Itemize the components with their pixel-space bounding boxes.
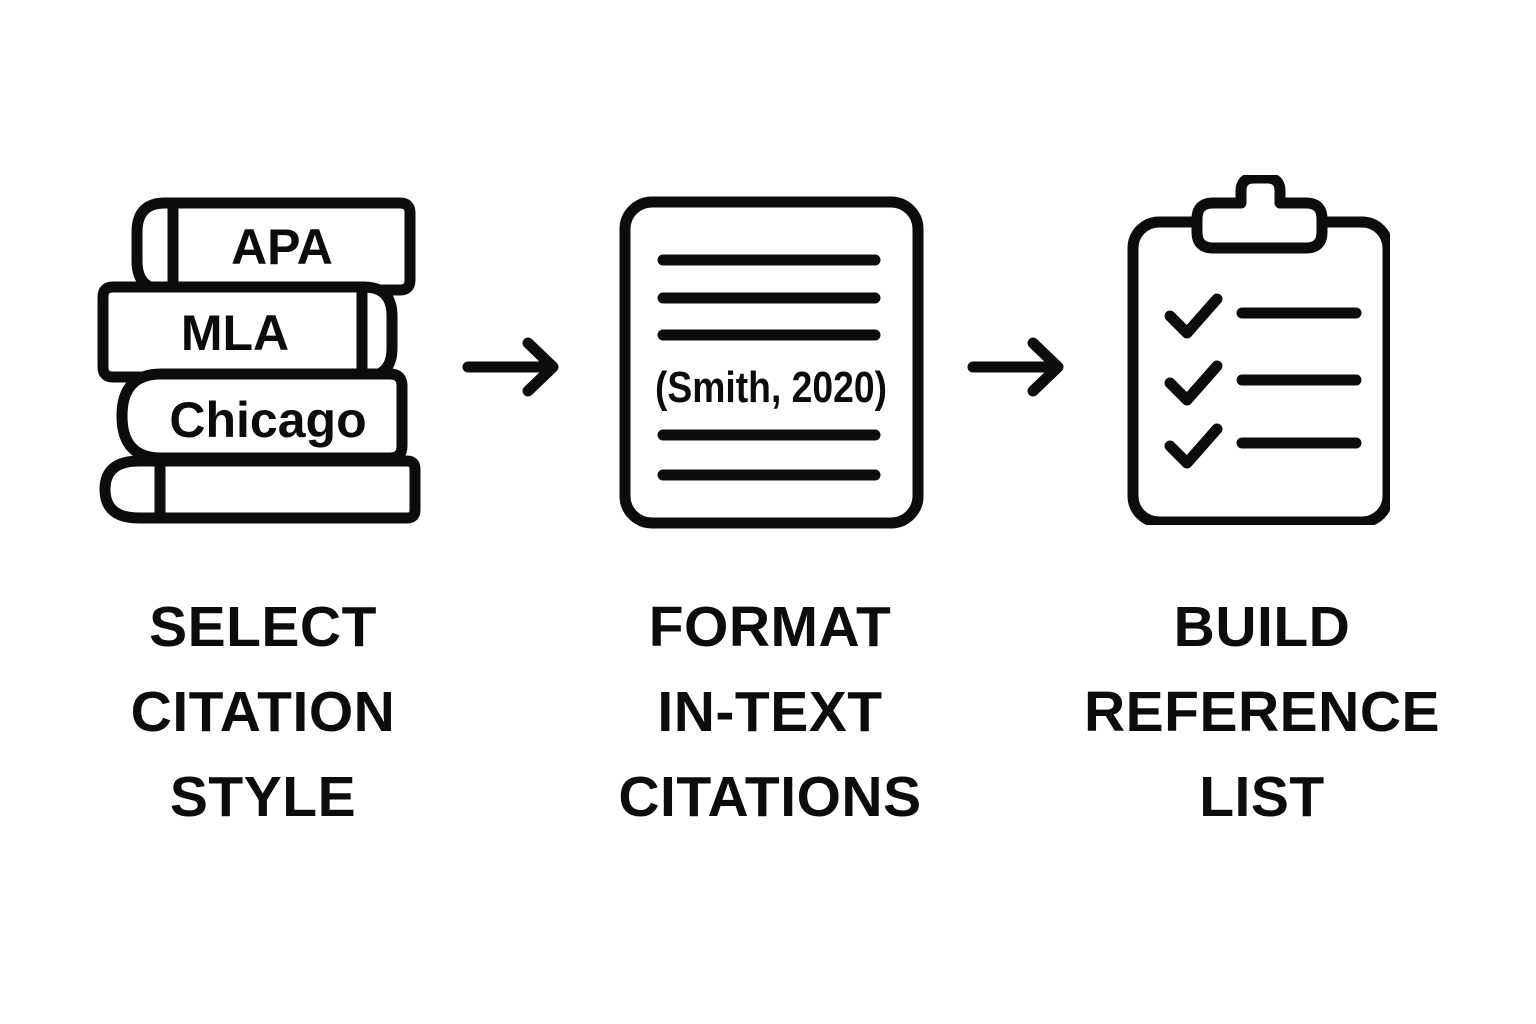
step-label-line: FORMAT [648,595,892,659]
step-label-format-in-text-citations: FORMAT IN-TEXT CITATIONS [618,585,921,840]
in-text-citation-example: (Smith, 2020) [655,363,887,412]
checkmark-icon [1164,423,1223,469]
step-label-line: CITATIONS [618,765,922,829]
step-label-line: SELECT [149,595,377,659]
right-arrow-icon [462,337,559,397]
checkmark-icon [1164,293,1223,339]
step-label-line: LIST [1199,765,1325,829]
document-lines-icon: (Smith, 2020) [619,196,924,529]
step-label-line: BUILD [1173,595,1351,659]
step-label-line: STYLE [169,765,357,829]
book-title-apa: APA [231,219,333,275]
book-title-mla: MLA [181,305,289,361]
step-label-line: REFERENCE [1083,680,1441,744]
step-label-build-reference-list: BUILD REFERENCE LIST [1084,585,1440,840]
book-title-chicago: Chicago [169,392,366,448]
step-label-select-citation-style: SELECT CITATION STYLE [131,585,396,840]
step-label-line: CITATION [130,680,396,744]
clipboard-checklist-icon [1127,175,1390,525]
right-arrow-icon [967,337,1064,397]
checkmark-icon [1164,360,1223,406]
step-label-line: IN-TEXT [657,680,883,744]
book-stack-icon: APA MLA Chicago [97,197,421,524]
